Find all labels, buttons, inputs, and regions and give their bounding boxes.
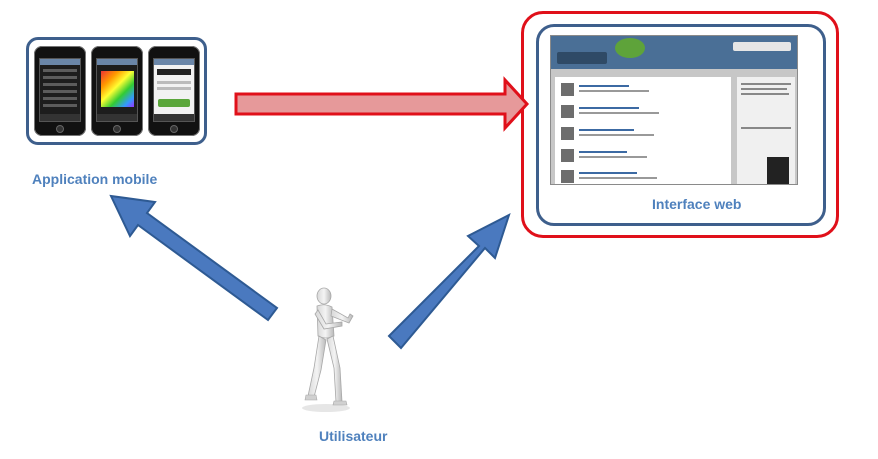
arrow-user-to-mobile [109,194,279,322]
mobile-app-label: Application mobile [32,171,158,187]
web-interface-box [536,24,826,226]
web-interface-highlight-frame [521,11,839,238]
mobile-app-box [26,37,207,145]
phone-2-image [91,46,143,136]
arrow-mobile-to-web [234,76,530,132]
user-figure-icon [302,287,354,412]
web-screenshot-image [550,35,798,185]
web-interface-label: Interface web [652,196,742,212]
phone-3-image [148,46,200,136]
user-label: Utilisateur [319,428,388,444]
arrow-user-to-web [387,213,511,350]
phone-1-image [34,46,86,136]
